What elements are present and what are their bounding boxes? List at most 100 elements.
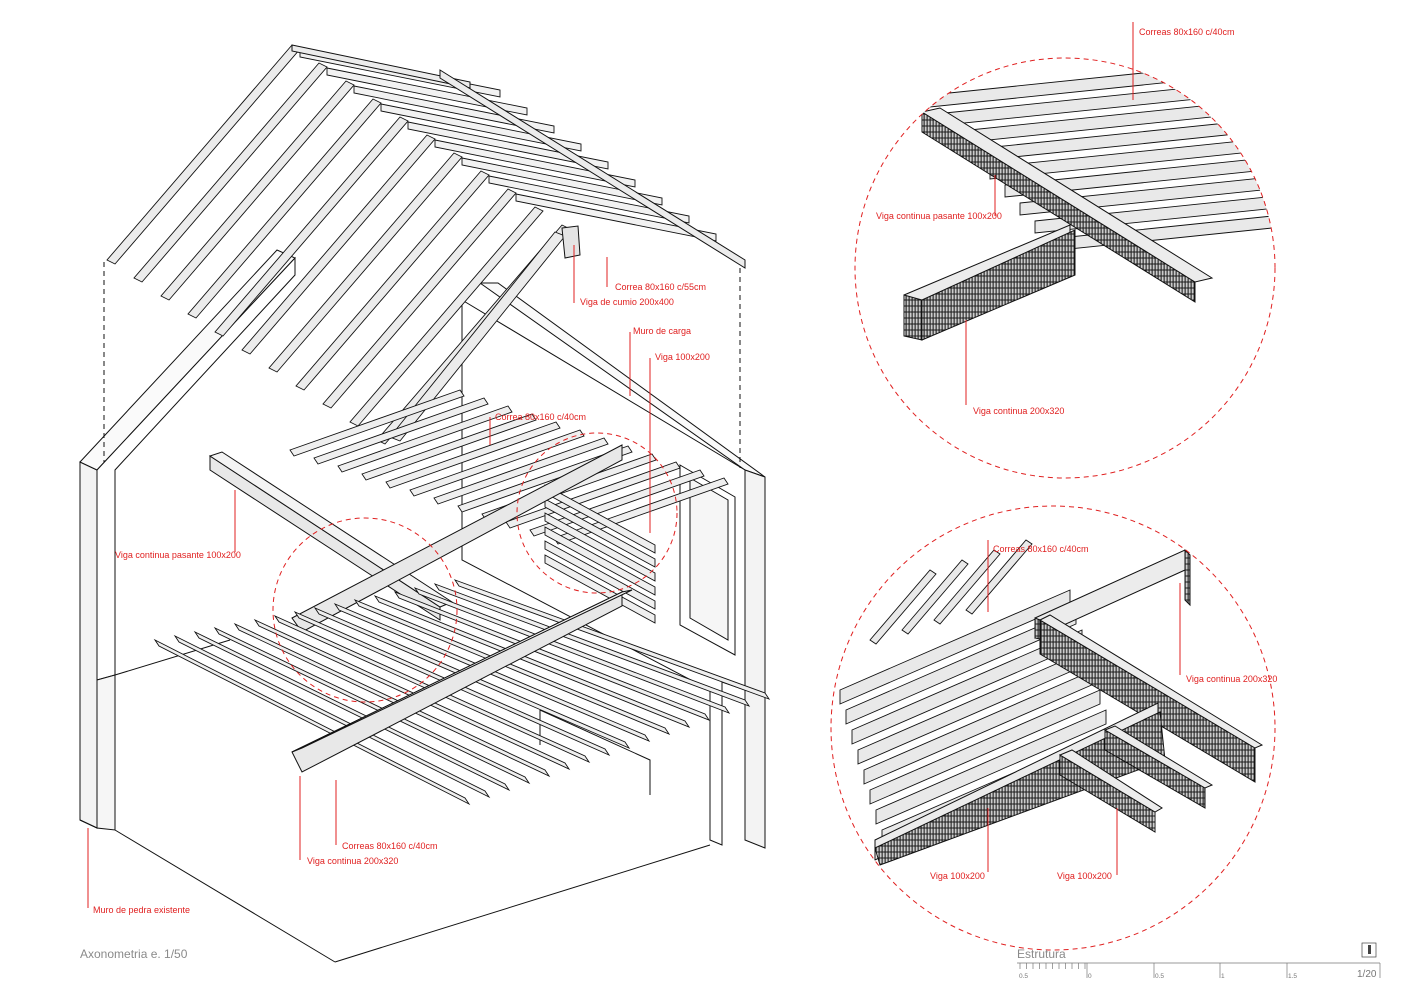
structural-member	[505, 461, 681, 529]
structural-member	[409, 429, 585, 497]
structural-member	[433, 437, 609, 505]
detail-view-bottom: Correas 80x160 c/40cm Viga continua 200x…	[830, 505, 1277, 951]
structural-member	[380, 103, 582, 152]
label-muro-pedra: Muro de pedra existente	[93, 905, 190, 915]
structural-member	[407, 121, 609, 170]
structural-member	[295, 170, 490, 391]
structural-member	[133, 62, 328, 283]
structural-member	[214, 116, 409, 337]
structural-member	[373, 595, 691, 728]
title-estrutura: Estrutura	[1017, 947, 1066, 961]
structural-member	[160, 80, 355, 301]
label-bottom-viga-a: Viga 100x200	[930, 871, 985, 881]
structural-member	[233, 622, 551, 778]
structural-member	[1004, 154, 1275, 198]
structural-member	[389, 231, 566, 442]
bottom-leaders	[987, 540, 1181, 875]
label-viga-pasante: Viga continua pasante 100x200	[115, 550, 241, 560]
north-arrow-icon	[1368, 945, 1371, 954]
label-muro-carga: Muro de carga	[633, 326, 691, 336]
structural-member	[515, 193, 717, 242]
structural-member	[544, 512, 656, 582]
structural-member	[965, 539, 1033, 615]
label-bottom-viga-b: Viga 100x200	[1057, 871, 1112, 881]
label-correas-low: Correas 80x160 c/40cm	[342, 841, 438, 851]
upper-floor-joists	[289, 389, 729, 624]
roof-rafters	[106, 44, 717, 445]
lower-floor-beams	[291, 589, 633, 773]
detail-view-top: Correas 80x160 c/40cm Viga continua pasa…	[854, 22, 1276, 479]
structural-member	[933, 549, 1001, 625]
tick-label: 0.5	[1019, 973, 1028, 980]
label-viga-200: Viga continua 200x320	[307, 856, 398, 866]
structural-member	[989, 136, 1275, 180]
tick-label: 0.5	[1155, 973, 1164, 980]
structural-member	[353, 85, 555, 134]
projection-lines	[103, 262, 741, 468]
structural-member	[337, 405, 513, 473]
label-top-correas: Correas 80x160 c/40cm	[1139, 27, 1235, 37]
top-leaders	[965, 22, 1134, 405]
detail-circle-bottom	[830, 505, 1276, 951]
structural-member	[869, 569, 937, 645]
structural-member	[313, 397, 489, 465]
tick-label: 0	[1088, 973, 1092, 980]
structural-member	[353, 599, 671, 735]
structural-member	[326, 67, 528, 116]
structural-member	[845, 609, 1077, 725]
tick-label: 1.5	[1288, 973, 1297, 980]
bottom-detail-joists	[839, 539, 1113, 845]
structural-member	[173, 634, 491, 799]
structural-member	[433, 583, 751, 707]
label-correa-mid: Correa 80x160 c/40cm	[495, 412, 586, 422]
structural-member	[453, 579, 771, 700]
structural-member	[393, 591, 711, 721]
bottom-annotations: Correas 80x160 c/40cm Viga continua 200x…	[930, 544, 1277, 881]
structural-member	[434, 139, 636, 188]
detail-circle-top	[854, 57, 1276, 479]
label-top-viga-pasante: Viga continua pasante 100x200	[876, 211, 1002, 221]
structural-member	[153, 638, 471, 806]
tick-label: 1	[1221, 973, 1225, 980]
main-annotations: Correa 80x160 c/55cm Viga de cumio 200x4…	[93, 282, 710, 915]
structural-member	[361, 413, 537, 481]
label-correa-top: Correa 80x160 c/55cm	[615, 282, 706, 292]
structural-member	[187, 98, 382, 319]
structural-member	[875, 709, 1107, 825]
detail-circle-b	[516, 432, 678, 594]
structural-member	[193, 630, 511, 792]
title-block: Estrutura 0.5 0 0.5 1 1.5 1/20	[1017, 942, 1381, 980]
structural-member	[213, 626, 531, 785]
scale-minor-ticks	[1019, 963, 1086, 969]
structural-member	[289, 389, 465, 457]
structural-member	[869, 689, 1101, 805]
structural-member	[544, 498, 656, 568]
axonometric-view: Correa 80x160 c/55cm Viga de cumio 200x4…	[79, 44, 771, 963]
structural-member	[488, 175, 690, 224]
label-bottom-correas: Correas 80x160 c/40cm	[993, 544, 1089, 554]
structural-member	[385, 421, 561, 489]
label-top-viga-200: Viga continua 200x320	[973, 406, 1064, 416]
scale-tick-labels: 0.5 0 0.5 1 1.5	[1019, 973, 1297, 980]
structural-member	[322, 188, 517, 409]
scale-label: 1/20	[1357, 969, 1377, 980]
structural-member	[461, 157, 663, 206]
label-viga-100: Viga 100x200	[655, 352, 710, 362]
structural-member	[413, 587, 731, 714]
north-box	[1361, 942, 1377, 958]
main-leaders	[87, 245, 651, 908]
upper-floor-beams	[208, 444, 623, 633]
label-viga-cumio: Viga de cumio 200x400	[580, 297, 674, 307]
label-bottom-viga-200: Viga continua 200x320	[1186, 674, 1277, 684]
detail-callouts	[272, 432, 678, 703]
main-caption: Axonometria e. 1/50	[80, 947, 188, 961]
ridge-beam	[291, 44, 746, 269]
top-annotations: Correas 80x160 c/40cm Viga continua pasa…	[876, 27, 1235, 416]
structural-member	[241, 134, 436, 355]
structural-member	[901, 559, 969, 635]
structural-member	[544, 526, 656, 596]
structural-member	[268, 152, 463, 373]
detail-circle-a	[272, 517, 458, 703]
